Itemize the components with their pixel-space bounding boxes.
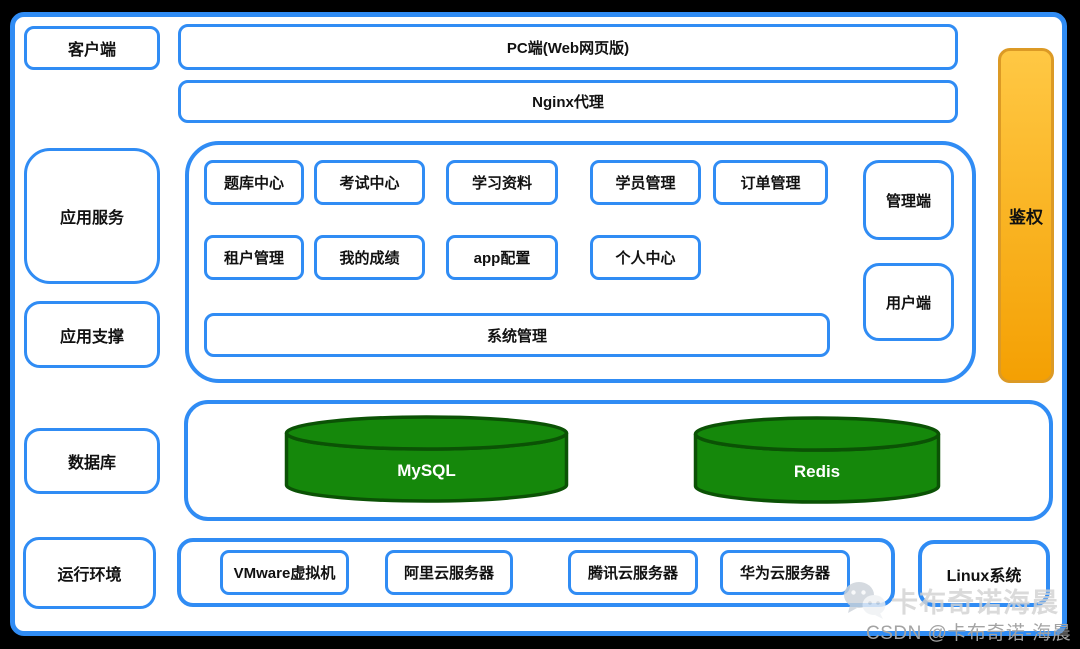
module-personal-center: 个人中心 [590, 235, 701, 280]
node-user-client: 用户端 [863, 263, 954, 341]
node-auth: 鉴权 [998, 48, 1054, 383]
watermark-brand: 卡布奇诺海晨 [842, 580, 1059, 620]
node-tencent-server: 腾讯云服务器 [568, 550, 698, 595]
node-admin-client: 管理端 [863, 160, 954, 240]
watermark-csdn-attribution: CSDN @卡布奇诺-海晨 [866, 623, 1072, 644]
watermark-brand-text: 卡布奇诺海晨 [891, 587, 1059, 618]
module-tenant-mgmt: 租户管理 [204, 235, 304, 280]
database-container [184, 400, 1053, 521]
node-aliyun-server: 阿里云服务器 [385, 550, 513, 595]
node-nginx-proxy: Nginx代理 [178, 80, 958, 123]
module-my-scores: 我的成绩 [314, 235, 425, 280]
module-order-mgmt: 订单管理 [713, 160, 828, 205]
mysql-cylinder-icon: MySQL [284, 415, 569, 503]
module-study-material: 学习资料 [446, 160, 558, 205]
layer-label-app-service: 应用服务 [24, 148, 160, 284]
redis-cylinder-icon: Redis [693, 416, 941, 504]
module-app-config: app配置 [446, 235, 558, 280]
module-system-mgmt: 系统管理 [204, 313, 830, 357]
redis-label: Redis [794, 462, 840, 481]
node-pc-web: PC端(Web网页版) [178, 24, 958, 70]
node-huawei-server: 华为云服务器 [720, 550, 850, 595]
node-vmware: VMware虚拟机 [220, 550, 349, 595]
node-linux-os: Linux系统 [918, 540, 1050, 607]
app-services-container [185, 141, 976, 383]
runtime-container [177, 538, 895, 607]
layer-label-app-support: 应用支撑 [24, 301, 160, 368]
module-exam-center: 考试中心 [314, 160, 425, 205]
layer-label-client: 客户端 [24, 26, 160, 70]
mysql-label: MySQL [397, 461, 456, 480]
module-student-mgmt: 学员管理 [590, 160, 701, 205]
module-question-bank: 题库中心 [204, 160, 304, 205]
wechat-icon [844, 582, 886, 619]
layer-label-runtime: 运行环境 [23, 537, 156, 609]
layer-label-database: 数据库 [24, 428, 160, 494]
